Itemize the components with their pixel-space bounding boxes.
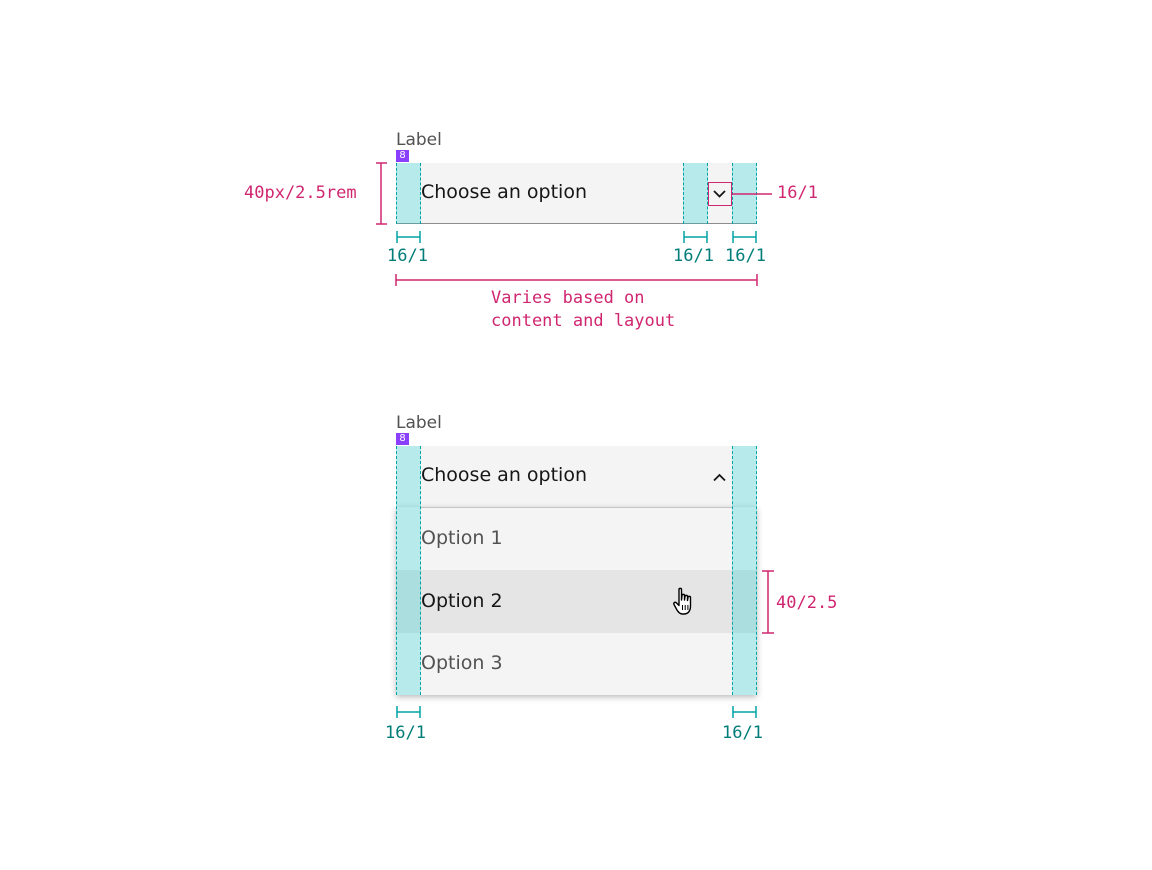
closed-badge: 8 <box>396 150 409 162</box>
closed-left-pad-annotation: 16/1 <box>387 246 428 266</box>
chevron-up-icon[interactable] <box>709 467 730 488</box>
open-left-pad-annotation: 16/1 <box>385 723 426 743</box>
menu-divider <box>421 507 733 508</box>
open-label: Label <box>396 413 442 433</box>
closed-label: Label <box>396 130 442 150</box>
width-note-line-2: content and layout <box>491 311 676 331</box>
closed-left-padding <box>396 163 421 224</box>
chevron-down-icon[interactable] <box>708 182 732 206</box>
closed-right-pad-annotation-1: 16/1 <box>673 246 714 266</box>
height-annotation: 40px/2.5rem <box>244 183 357 203</box>
closed-dropdown-field[interactable] <box>396 163 757 224</box>
hand-cursor-icon <box>672 586 700 618</box>
width-note-line-1: Varies based on <box>491 288 645 308</box>
option-1-label: Option 1 <box>421 527 503 549</box>
open-placeholder: Choose an option <box>421 464 587 486</box>
chevron-size-annotation: 16/1 <box>777 183 818 203</box>
closed-right-pad-annotation-2: 16/1 <box>725 246 766 266</box>
option-row-2-hover[interactable] <box>396 570 757 633</box>
open-right-padding <box>732 446 757 695</box>
open-right-pad-annotation: 16/1 <box>722 723 763 743</box>
closed-chevron-left-padding <box>683 163 708 224</box>
option-3-label: Option 3 <box>421 652 503 674</box>
open-left-padding <box>396 446 421 695</box>
open-dropdown-field[interactable] <box>396 446 757 507</box>
closed-placeholder: Choose an option <box>421 181 587 203</box>
options-menu <box>396 507 757 695</box>
row-height-annotation: 40/2.5 <box>776 593 838 613</box>
open-badge: 8 <box>396 433 409 445</box>
option-2-label: Option 2 <box>421 590 503 612</box>
